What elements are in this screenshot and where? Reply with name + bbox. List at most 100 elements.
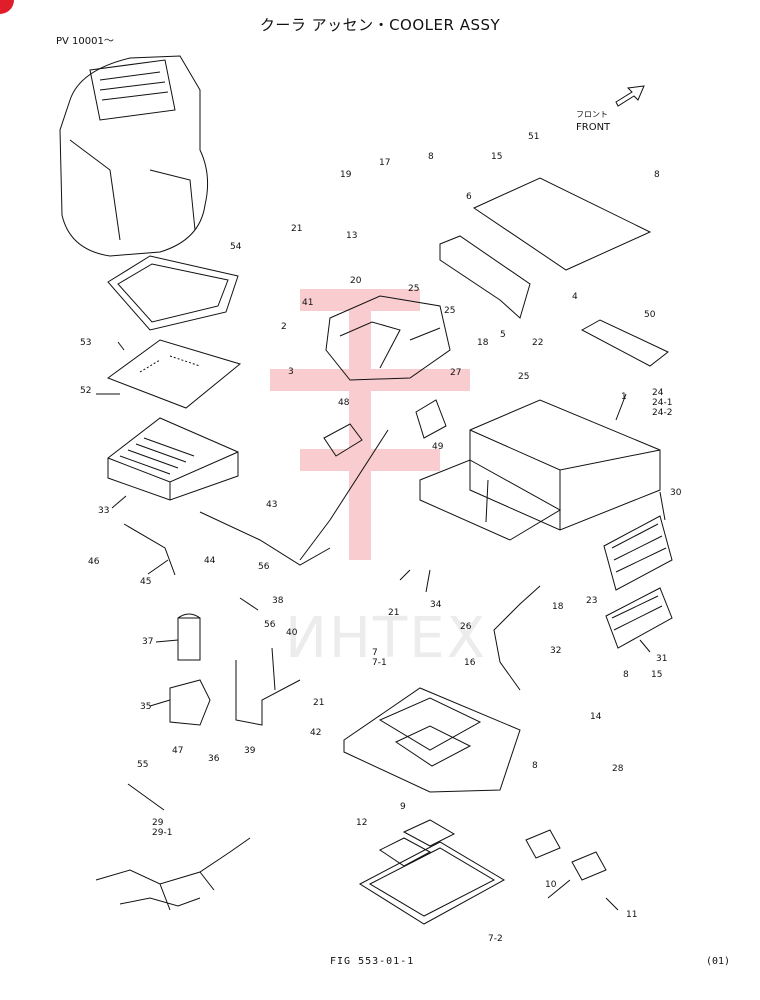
callout-label: 46 — [88, 557, 100, 567]
callout-label: 30 — [670, 488, 682, 498]
callout-label: 15 — [651, 670, 663, 680]
sheet-number: (01) — [706, 956, 731, 967]
part-duct — [439, 235, 531, 319]
part-compressor-bracket — [169, 679, 211, 726]
callout-label: 10 — [545, 880, 557, 890]
part-lower-case — [343, 687, 521, 793]
callout-label: 50 — [644, 310, 656, 320]
part-main-case — [469, 399, 661, 531]
callout-label: 7-2 — [488, 934, 503, 944]
callout-label: 40 — [286, 628, 298, 638]
callout-label: 18 — [552, 602, 564, 612]
callout-label: 5 — [500, 330, 506, 340]
callout-label: 8 — [623, 670, 629, 680]
callout-label: 8 — [532, 761, 538, 771]
callout-label: 8 — [428, 152, 434, 162]
callout-label: 45 — [140, 577, 152, 587]
front-label-jp: フロント — [576, 110, 608, 119]
callout-label: 26 — [460, 622, 472, 632]
callout-label: 31 — [656, 654, 668, 664]
part-top-panel — [472, 177, 652, 271]
hose-lines — [123, 511, 331, 726]
callout-label: 25 — [408, 284, 420, 294]
part-gasket-frame — [107, 255, 239, 331]
front-label-en: FRONT — [576, 122, 611, 133]
callout-label: 19 — [340, 170, 352, 180]
leader-lines — [96, 341, 666, 911]
callout-label: 25 — [444, 306, 456, 316]
part-grille-30 — [603, 515, 673, 591]
callout-label: 17 — [379, 158, 391, 168]
callout-label: 21 — [313, 698, 325, 708]
part-connectors — [525, 829, 607, 881]
callout-label: 7 7-1 — [372, 648, 387, 668]
callout-label: 52 — [80, 386, 92, 396]
front-direction-label: フロント FRONT — [576, 108, 610, 134]
part-bottom-gasket — [358, 841, 506, 925]
callout-label: 3 — [288, 367, 294, 377]
callout-label: 43 — [266, 500, 278, 510]
part-cooler-unit — [325, 295, 451, 381]
callout-label: 29 29-1 — [152, 818, 173, 838]
part-receiver-drier — [177, 613, 201, 661]
callout-label: 13 — [346, 231, 358, 241]
callout-label: 28 — [612, 764, 624, 774]
callout-label: 11 — [626, 910, 638, 920]
part-filter-pads — [379, 819, 456, 867]
watermark-text: ИНТЕХ — [285, 606, 487, 671]
part-filter-plate — [106, 339, 242, 409]
part-evaporator-core — [107, 417, 239, 501]
callout-label: 18 — [477, 338, 489, 348]
serial-range: PV 10001～ — [56, 36, 114, 47]
callout-label: 48 — [338, 398, 350, 408]
callout-label: 8 — [654, 170, 660, 180]
callout-label: 39 — [244, 746, 256, 756]
callout-label: 4 — [572, 292, 578, 302]
part-drain-hose — [493, 585, 541, 691]
callout-label: 12 — [356, 818, 368, 828]
part-grille-31 — [605, 587, 673, 649]
callout-label: 34 — [430, 600, 442, 610]
part-duct-pipe — [323, 423, 363, 457]
watermark-logo — [270, 289, 470, 560]
callout-label: 2 — [281, 322, 287, 332]
callout-label: 32 — [550, 646, 562, 656]
callout-label: 15 — [491, 152, 503, 162]
callout-label: 35 — [140, 702, 152, 712]
callout-label: 37 — [142, 637, 154, 647]
callout-label: 49 — [432, 442, 444, 452]
callout-label: 38 — [272, 596, 284, 606]
callout-label: 24 24-1 24-2 — [652, 388, 673, 418]
callout-label: 33 — [98, 506, 110, 516]
callout-label: 20 — [350, 276, 362, 286]
part-bracket — [580, 319, 669, 367]
callout-label: 42 — [310, 728, 322, 738]
callout-label: 55 — [137, 760, 149, 770]
callout-label: 22 — [532, 338, 544, 348]
front-arrow-icon — [615, 85, 645, 107]
part-bolt — [127, 783, 165, 811]
callout-label: 9 — [400, 802, 406, 812]
callout-label: 21 — [291, 224, 303, 234]
callout-label: 56 — [258, 562, 270, 572]
callout-label: 36 — [208, 754, 220, 764]
callout-label: 23 — [586, 596, 598, 606]
callout-label: 56 — [264, 620, 276, 630]
callout-label: 44 — [204, 556, 216, 566]
callout-label: 16 — [464, 658, 476, 668]
callout-label: 6 — [466, 192, 472, 202]
callout-label: 53 — [80, 338, 92, 348]
callout-label: 54 — [230, 242, 242, 252]
diagram-title: クーラ アッセン・COOLER ASSY — [259, 16, 501, 34]
callout-label: 1 — [621, 392, 627, 402]
callout-label: 41 — [302, 298, 314, 308]
figure-number: FIG 553-01-1 — [330, 956, 415, 967]
part-pad — [415, 399, 447, 439]
cab-housing-drawing — [59, 55, 209, 257]
part-wire-harness — [95, 837, 251, 911]
callout-label: 51 — [528, 132, 540, 142]
callout-label: 21 — [388, 608, 400, 618]
callout-label: 25 — [518, 372, 530, 382]
